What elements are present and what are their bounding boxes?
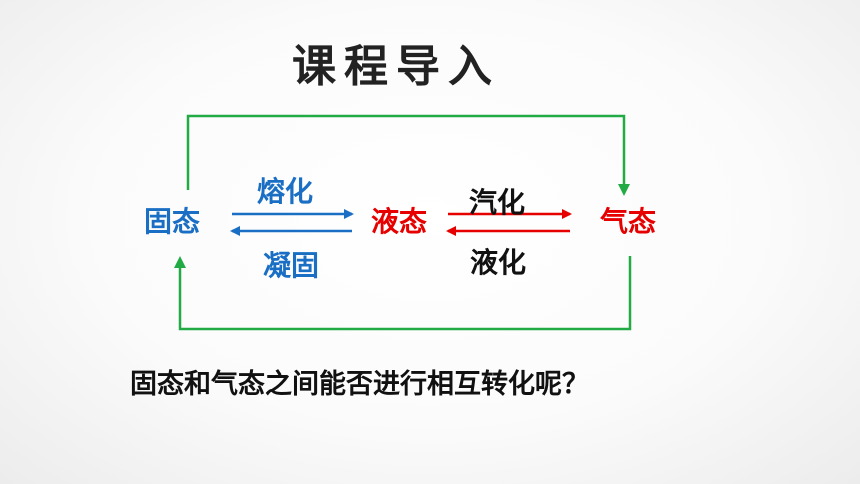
question-text: 固态和气态之间能否进行相互转化呢？ [130,369,589,400]
gas-to-solid-loop [174,256,632,331]
process-vaporization: 汽化 [469,186,526,219]
process-melting: 熔化 [257,175,314,208]
page-title: 课程导入 [292,41,500,92]
state-liquid: 液态 [371,205,428,238]
state-solid: 固态 [144,205,201,238]
process-solidification: 凝固 [263,249,320,282]
state-gas: 气态 [600,205,657,238]
process-liquefaction: 液化 [470,246,527,279]
solid-to-gas-loop [186,114,630,196]
